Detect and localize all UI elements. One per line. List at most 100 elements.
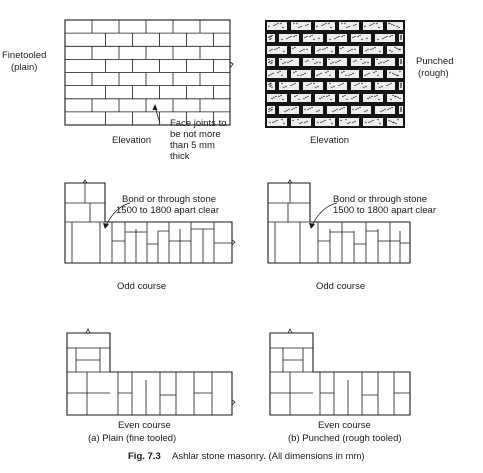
punch-mark: [339, 59, 341, 62]
punch-mark: [364, 110, 366, 113]
punch-mark: [394, 73, 396, 76]
punch-mark: [391, 34, 393, 37]
punch-mark: [399, 97, 401, 100]
punch-mark: [284, 110, 286, 113]
punch-mark: [400, 110, 402, 113]
punch-mark: [372, 119, 374, 122]
punch-mark: [343, 70, 345, 73]
punch-mark: [311, 106, 313, 109]
face-note-line-2: be not more: [170, 129, 221, 140]
figure-number: Fig. 7.3: [128, 451, 161, 462]
punch-mark: [314, 62, 316, 65]
punch-mark: [375, 70, 377, 73]
punch-mark: [273, 96, 275, 99]
punch-mark: [334, 37, 336, 40]
plain-elevation-wall: [64, 19, 234, 126]
bond-right-line-1: Bond or through stone: [333, 194, 427, 205]
punch-mark: [316, 74, 318, 77]
punch-mark: [283, 122, 285, 125]
punch-mark: [368, 121, 370, 124]
punch-mark: [343, 34, 345, 37]
punch-mark: [307, 108, 309, 111]
punch-mark: [290, 84, 292, 87]
punch-mark: [400, 109, 402, 112]
punch-mark: [357, 35, 359, 38]
punch-mark: [306, 84, 308, 87]
punch-mark: [356, 83, 358, 86]
punch-mark: [387, 59, 389, 62]
punched-stone: [315, 22, 335, 30]
punch-mark: [292, 83, 294, 86]
punched-stone: [279, 58, 299, 66]
punch-mark: [292, 119, 294, 122]
punch-mark: [299, 50, 301, 53]
punch-mark: [367, 97, 369, 100]
punch-mark: [280, 94, 282, 97]
punch-mark: [294, 46, 296, 49]
punch-mark: [395, 95, 397, 98]
punched-stone: [303, 82, 323, 90]
punch-mark: [359, 106, 361, 109]
punch-mark: [344, 94, 346, 97]
punch-mark: [288, 36, 290, 39]
punch-mark: [400, 34, 402, 37]
punch-mark: [269, 82, 271, 85]
punch-mark: [378, 62, 380, 65]
punch-mark: [366, 73, 368, 76]
punch-mark: [328, 22, 330, 25]
punch-mark: [312, 58, 314, 61]
punch-mark: [282, 26, 284, 29]
punch-mark: [276, 119, 278, 122]
punch-mark: [313, 82, 315, 85]
punch-mark: [268, 83, 270, 86]
punch-mark: [316, 61, 318, 64]
punch-mark: [300, 74, 302, 77]
punch-mark: [380, 110, 382, 113]
punch-mark: [388, 83, 390, 86]
punch-mark: [291, 59, 293, 62]
punch-mark: [280, 58, 282, 61]
punch-mark: [268, 74, 270, 77]
punch-mark: [271, 97, 273, 100]
punch-mark: [285, 85, 287, 88]
punch-mark: [302, 73, 304, 76]
punch-mark: [330, 26, 332, 29]
punch-mark: [319, 48, 321, 51]
punch-mark: [293, 71, 295, 74]
punched-odd-course-plan: [267, 179, 411, 264]
punch-mark: [316, 25, 318, 28]
punch-mark: [383, 61, 385, 64]
punch-mark: [313, 38, 315, 41]
punch-mark: [367, 61, 369, 64]
punch-mark: [377, 74, 379, 77]
punch-mark: [388, 119, 390, 122]
punch-mark: [393, 24, 395, 27]
punch-mark: [400, 106, 402, 109]
punch-mark: [367, 48, 369, 51]
even-course-label-right: Even course: [318, 420, 371, 431]
punch-mark: [391, 50, 393, 53]
punch-mark: [388, 22, 390, 25]
punch-mark: [354, 84, 356, 87]
punch-mark: [275, 95, 277, 98]
punch-mark: [298, 98, 300, 101]
punch-mark: [400, 62, 402, 65]
punch-mark: [340, 83, 342, 86]
punched-stone: [315, 46, 335, 54]
punch-mark: [268, 25, 270, 28]
punched-stone: [375, 82, 395, 90]
punch-mark: [296, 94, 298, 97]
punch-mark: [364, 61, 366, 64]
punch-mark: [275, 23, 277, 26]
punch-mark: [390, 120, 392, 123]
punch-mark: [393, 121, 395, 124]
punch-mark: [368, 72, 370, 75]
punch-mark: [328, 94, 330, 97]
punch-mark: [317, 49, 319, 52]
punch-mark: [364, 25, 366, 28]
punch-mark: [333, 85, 335, 88]
punch-mark: [386, 35, 388, 38]
punch-mark: [294, 82, 296, 85]
punch-mark: [325, 22, 327, 25]
punch-mark: [392, 121, 394, 124]
